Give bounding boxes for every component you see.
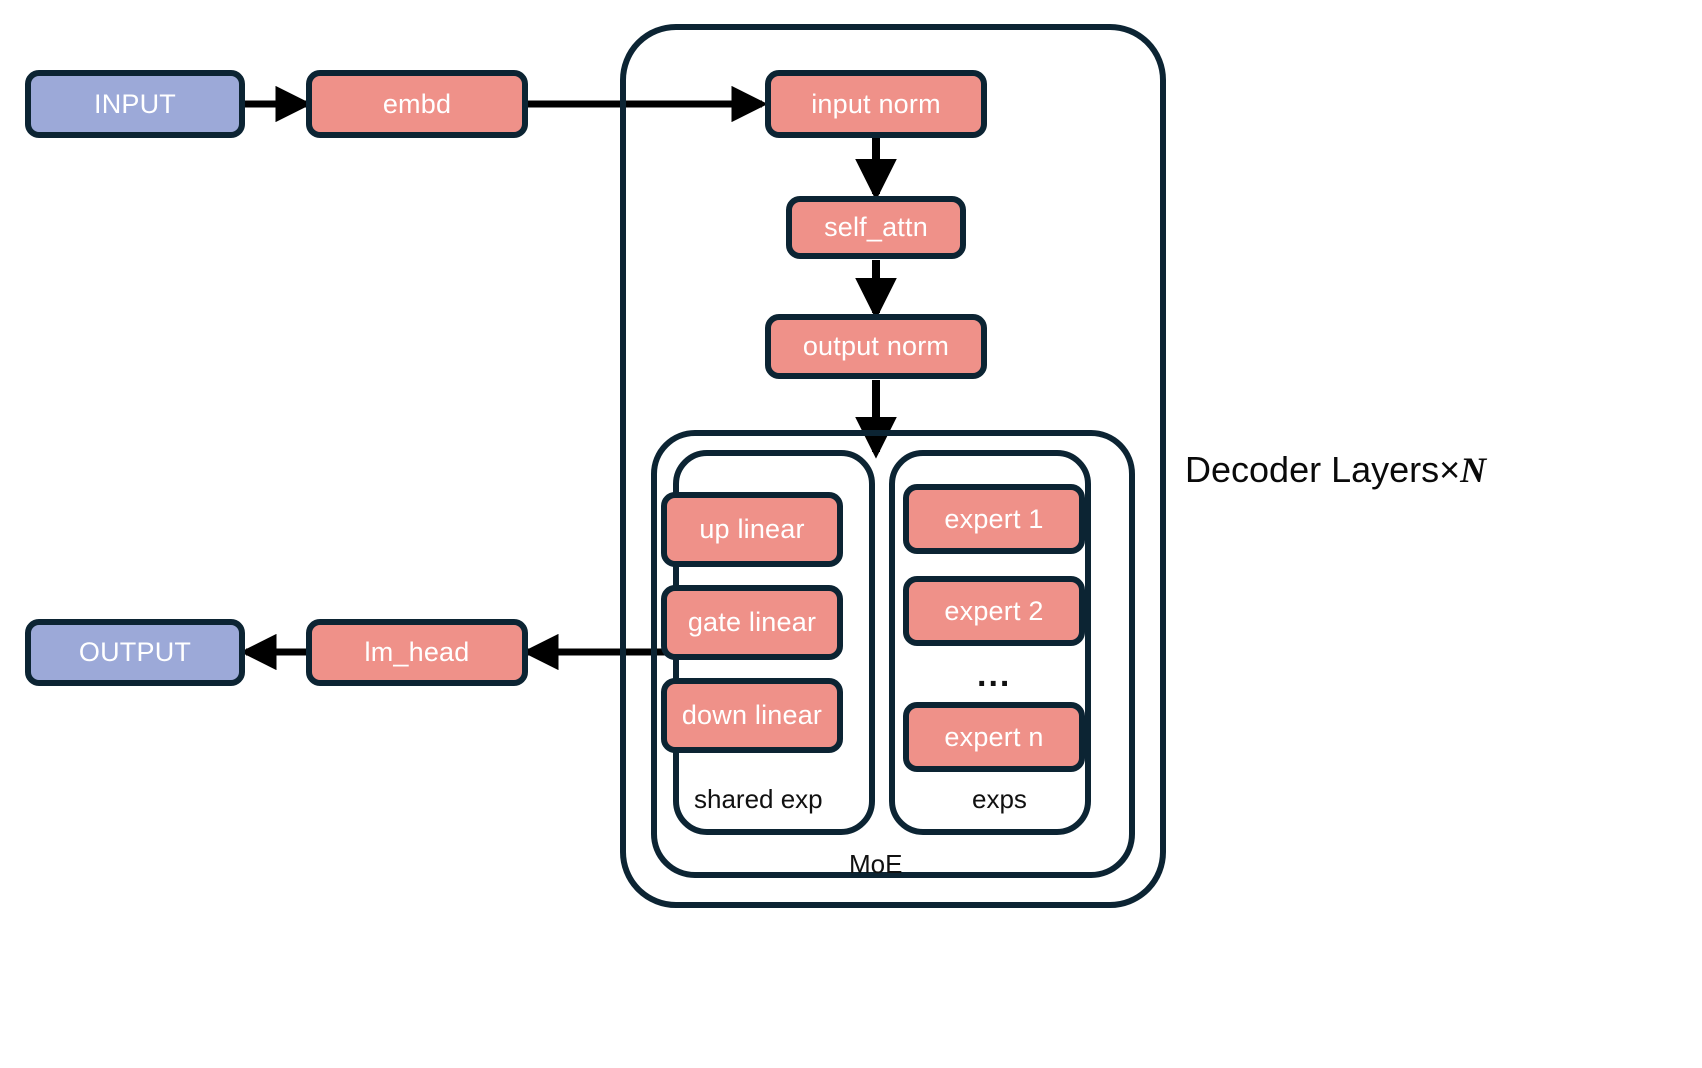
node-expert-1[interactable]: expert 1 (903, 484, 1085, 554)
exps-caption: exps (972, 784, 1027, 814)
decoder-caption-text: Decoder Layers× (1185, 449, 1461, 490)
node-embd[interactable]: embd (306, 70, 528, 138)
experts-ellipsis: ... (977, 656, 1012, 694)
node-output[interactable]: OUTPUT (25, 619, 245, 686)
node-down-linear[interactable]: down linear (661, 678, 843, 753)
moe-container (651, 430, 1135, 878)
experts-group (889, 450, 1091, 835)
node-gate-linear[interactable]: gate linear (661, 585, 843, 660)
node-expert-n[interactable]: expert n (903, 702, 1085, 772)
moe-caption: MoE (849, 849, 903, 879)
shared-exp-caption: shared exp (694, 784, 823, 814)
node-output-norm[interactable]: output norm (765, 314, 987, 379)
node-expert-2[interactable]: expert 2 (903, 576, 1085, 646)
decoder-layers-container (620, 24, 1166, 908)
decoder-caption-n: N (1460, 450, 1487, 490)
node-self-attn[interactable]: self_attn (786, 196, 966, 259)
node-lm-head[interactable]: lm_head (306, 619, 528, 686)
node-input-norm[interactable]: input norm (765, 70, 987, 138)
node-input[interactable]: INPUT (25, 70, 245, 138)
node-up-linear[interactable]: up linear (661, 492, 843, 567)
decoder-layers-caption: Decoder Layers×N (1185, 449, 1487, 490)
